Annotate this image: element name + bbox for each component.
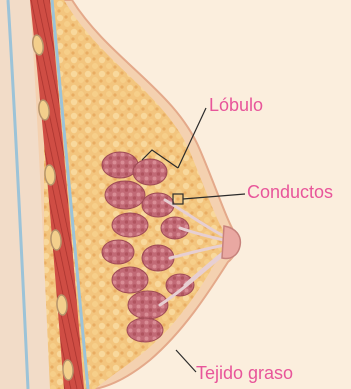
lobule-shape — [127, 318, 163, 342]
lobule-shape — [133, 159, 167, 185]
lobule-shape — [166, 274, 194, 296]
fatty-tissue-label: Tejido graso — [196, 364, 293, 382]
lobule-shape — [142, 193, 174, 217]
lobule-shape — [105, 181, 145, 209]
lobule-shape — [112, 267, 148, 293]
lobule-shape — [102, 152, 138, 178]
lobule-shape — [102, 240, 134, 264]
lobule-label: Lóbulo — [209, 96, 263, 114]
ducts-label: Conductos — [247, 183, 333, 201]
lobule-shape — [161, 217, 189, 239]
lobule-shape — [112, 213, 148, 237]
rib — [62, 360, 73, 380]
